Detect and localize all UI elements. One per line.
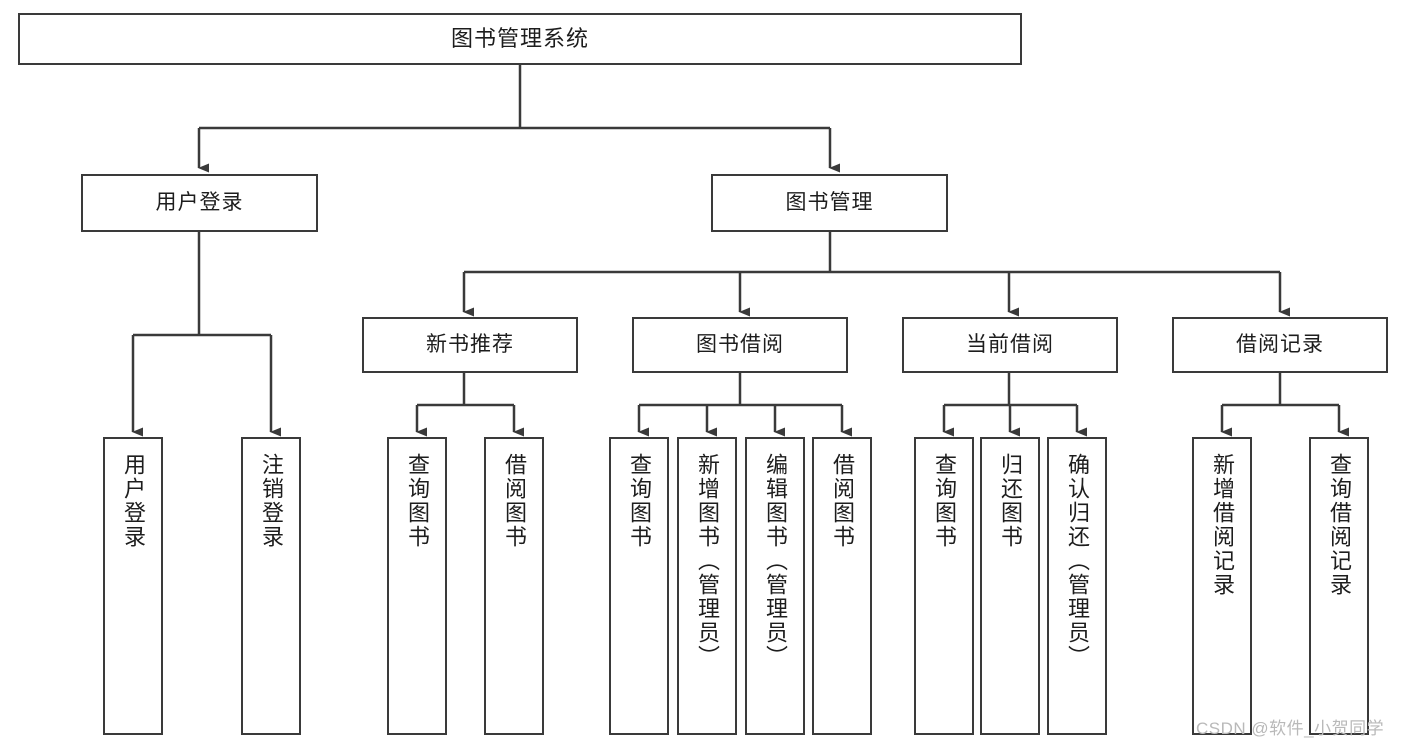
node-label: 查询借阅记录 xyxy=(1326,453,1352,597)
node-leaf-query-record[interactable]: 查询借阅记录 xyxy=(1309,437,1369,735)
node-root-book-management-system[interactable]: 图书管理系统 xyxy=(18,13,1022,65)
node-label: 注销登录 xyxy=(258,453,284,549)
node-label: 图书管理 xyxy=(785,191,874,215)
node-label: 图书管理系统 xyxy=(450,25,589,51)
node-leaf-query-book-3[interactable]: 查询图书 xyxy=(914,437,974,735)
node-new-book-recommend[interactable]: 新书推荐 xyxy=(362,317,578,373)
node-label: 归还图书 xyxy=(997,453,1023,549)
node-current-borrow[interactable]: 当前借阅 xyxy=(902,317,1118,373)
node-leaf-logout-login[interactable]: 注销登录 xyxy=(241,437,301,735)
node-leaf-add-record[interactable]: 新增借阅记录 xyxy=(1192,437,1252,735)
node-label: 编辑图书（管理员） xyxy=(762,453,788,669)
node-leaf-add-book[interactable]: 新增图书（管理员） xyxy=(677,437,737,735)
node-book-borrow[interactable]: 图书借阅 xyxy=(632,317,848,373)
node-label: 借阅图书 xyxy=(829,453,855,549)
node-label: 借阅记录 xyxy=(1236,333,1324,357)
node-book-manage[interactable]: 图书管理 xyxy=(711,174,948,232)
node-label: 用户登录 xyxy=(120,453,146,549)
node-label: 新增图书（管理员） xyxy=(694,453,720,669)
node-leaf-edit-book[interactable]: 编辑图书（管理员） xyxy=(745,437,805,735)
node-leaf-borrow-book-1[interactable]: 借阅图书 xyxy=(484,437,544,735)
node-leaf-borrow-book-2[interactable]: 借阅图书 xyxy=(812,437,872,735)
node-leaf-query-book-1[interactable]: 查询图书 xyxy=(387,437,447,735)
node-label: 图书借阅 xyxy=(696,333,784,357)
node-leaf-confirm-return[interactable]: 确认归还（管理员） xyxy=(1047,437,1107,735)
node-label: 确认归还（管理员） xyxy=(1064,453,1090,669)
node-label: 新增借阅记录 xyxy=(1209,453,1235,597)
csdn-watermark: CSDN @软件_小贺同学 xyxy=(1196,719,1385,738)
node-label: 查询图书 xyxy=(931,453,957,549)
node-label: 查询图书 xyxy=(626,453,652,549)
node-leaf-return-book[interactable]: 归还图书 xyxy=(980,437,1040,735)
node-label: 新书推荐 xyxy=(426,333,514,357)
node-user-login[interactable]: 用户登录 xyxy=(81,174,318,232)
node-label: 借阅图书 xyxy=(501,453,527,549)
node-leaf-user-login[interactable]: 用户登录 xyxy=(103,437,163,735)
node-borrow-record[interactable]: 借阅记录 xyxy=(1172,317,1388,373)
node-label: 查询图书 xyxy=(404,453,430,549)
node-label: 用户登录 xyxy=(155,191,244,215)
node-label: 当前借阅 xyxy=(966,333,1054,357)
node-leaf-query-book-2[interactable]: 查询图书 xyxy=(609,437,669,735)
